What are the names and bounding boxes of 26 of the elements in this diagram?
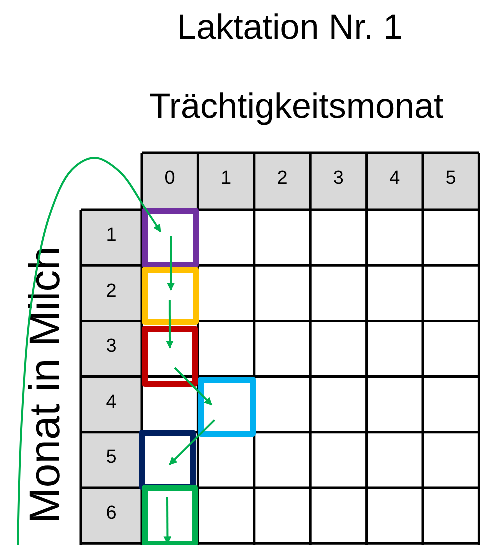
- highlight-frame: [142, 267, 199, 325]
- axis-title: Monat in Milch: [22, 246, 70, 524]
- column-header: 5: [444, 169, 458, 190]
- arrow: [169, 419, 216, 466]
- arrow: [167, 236, 176, 291]
- arrow: [174, 367, 213, 406]
- highlight-frame: [142, 485, 198, 545]
- column-header: 4: [388, 169, 402, 190]
- column-header: 2: [276, 169, 289, 190]
- row-header: 5: [105, 448, 118, 470]
- row-header: 4: [105, 392, 118, 414]
- highlight-frame: [139, 430, 196, 490]
- row-header: 3: [105, 337, 118, 358]
- highlight-frame: [198, 377, 256, 437]
- arrow: [17, 157, 162, 545]
- highlight-frame: [142, 326, 198, 387]
- column-header: 0: [164, 169, 176, 190]
- row-header: 6: [105, 504, 118, 525]
- highlight-frame: [142, 208, 199, 268]
- title: Laktation Nr. 1: [176, 8, 404, 48]
- row-header: 1: [105, 226, 118, 247]
- column-header: 1: [220, 169, 233, 190]
- arrow: [166, 300, 174, 349]
- axis-title: Trächtigkeitsmonat: [148, 88, 445, 126]
- column-header: 3: [332, 169, 345, 190]
- row-header: 2: [105, 282, 118, 302]
